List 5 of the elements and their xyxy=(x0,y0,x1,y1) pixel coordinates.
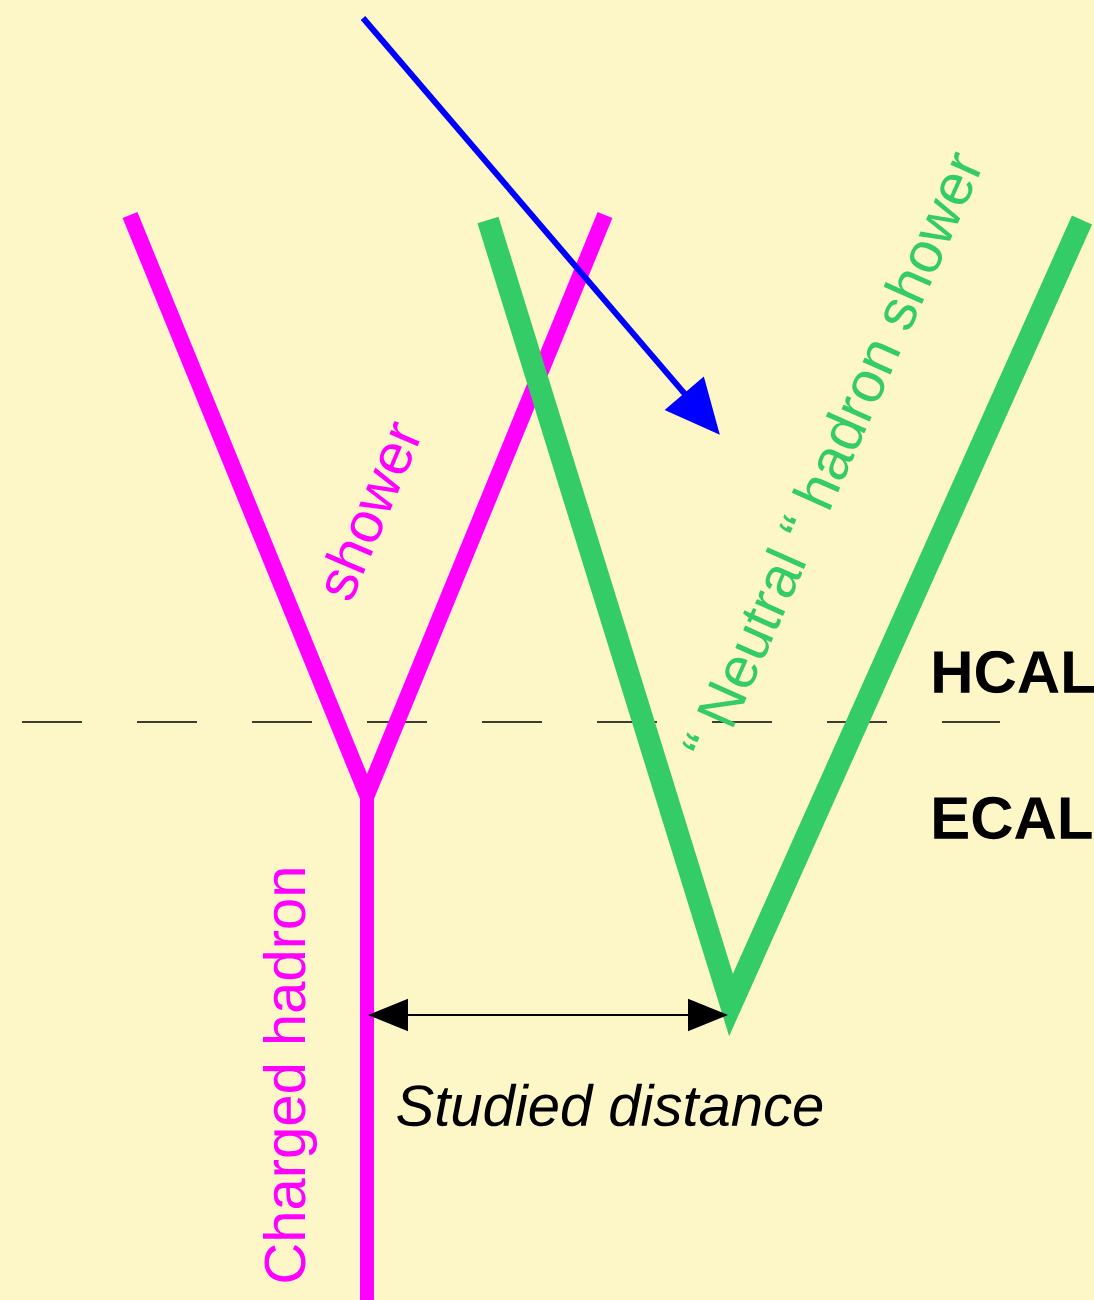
label: ECAL xyxy=(934,796,1092,840)
label: HCAL xyxy=(934,650,1094,694)
label: Studied distance xyxy=(397,1083,823,1127)
label: Charged hadron xyxy=(262,869,318,1282)
label: shower xyxy=(324,420,420,601)
